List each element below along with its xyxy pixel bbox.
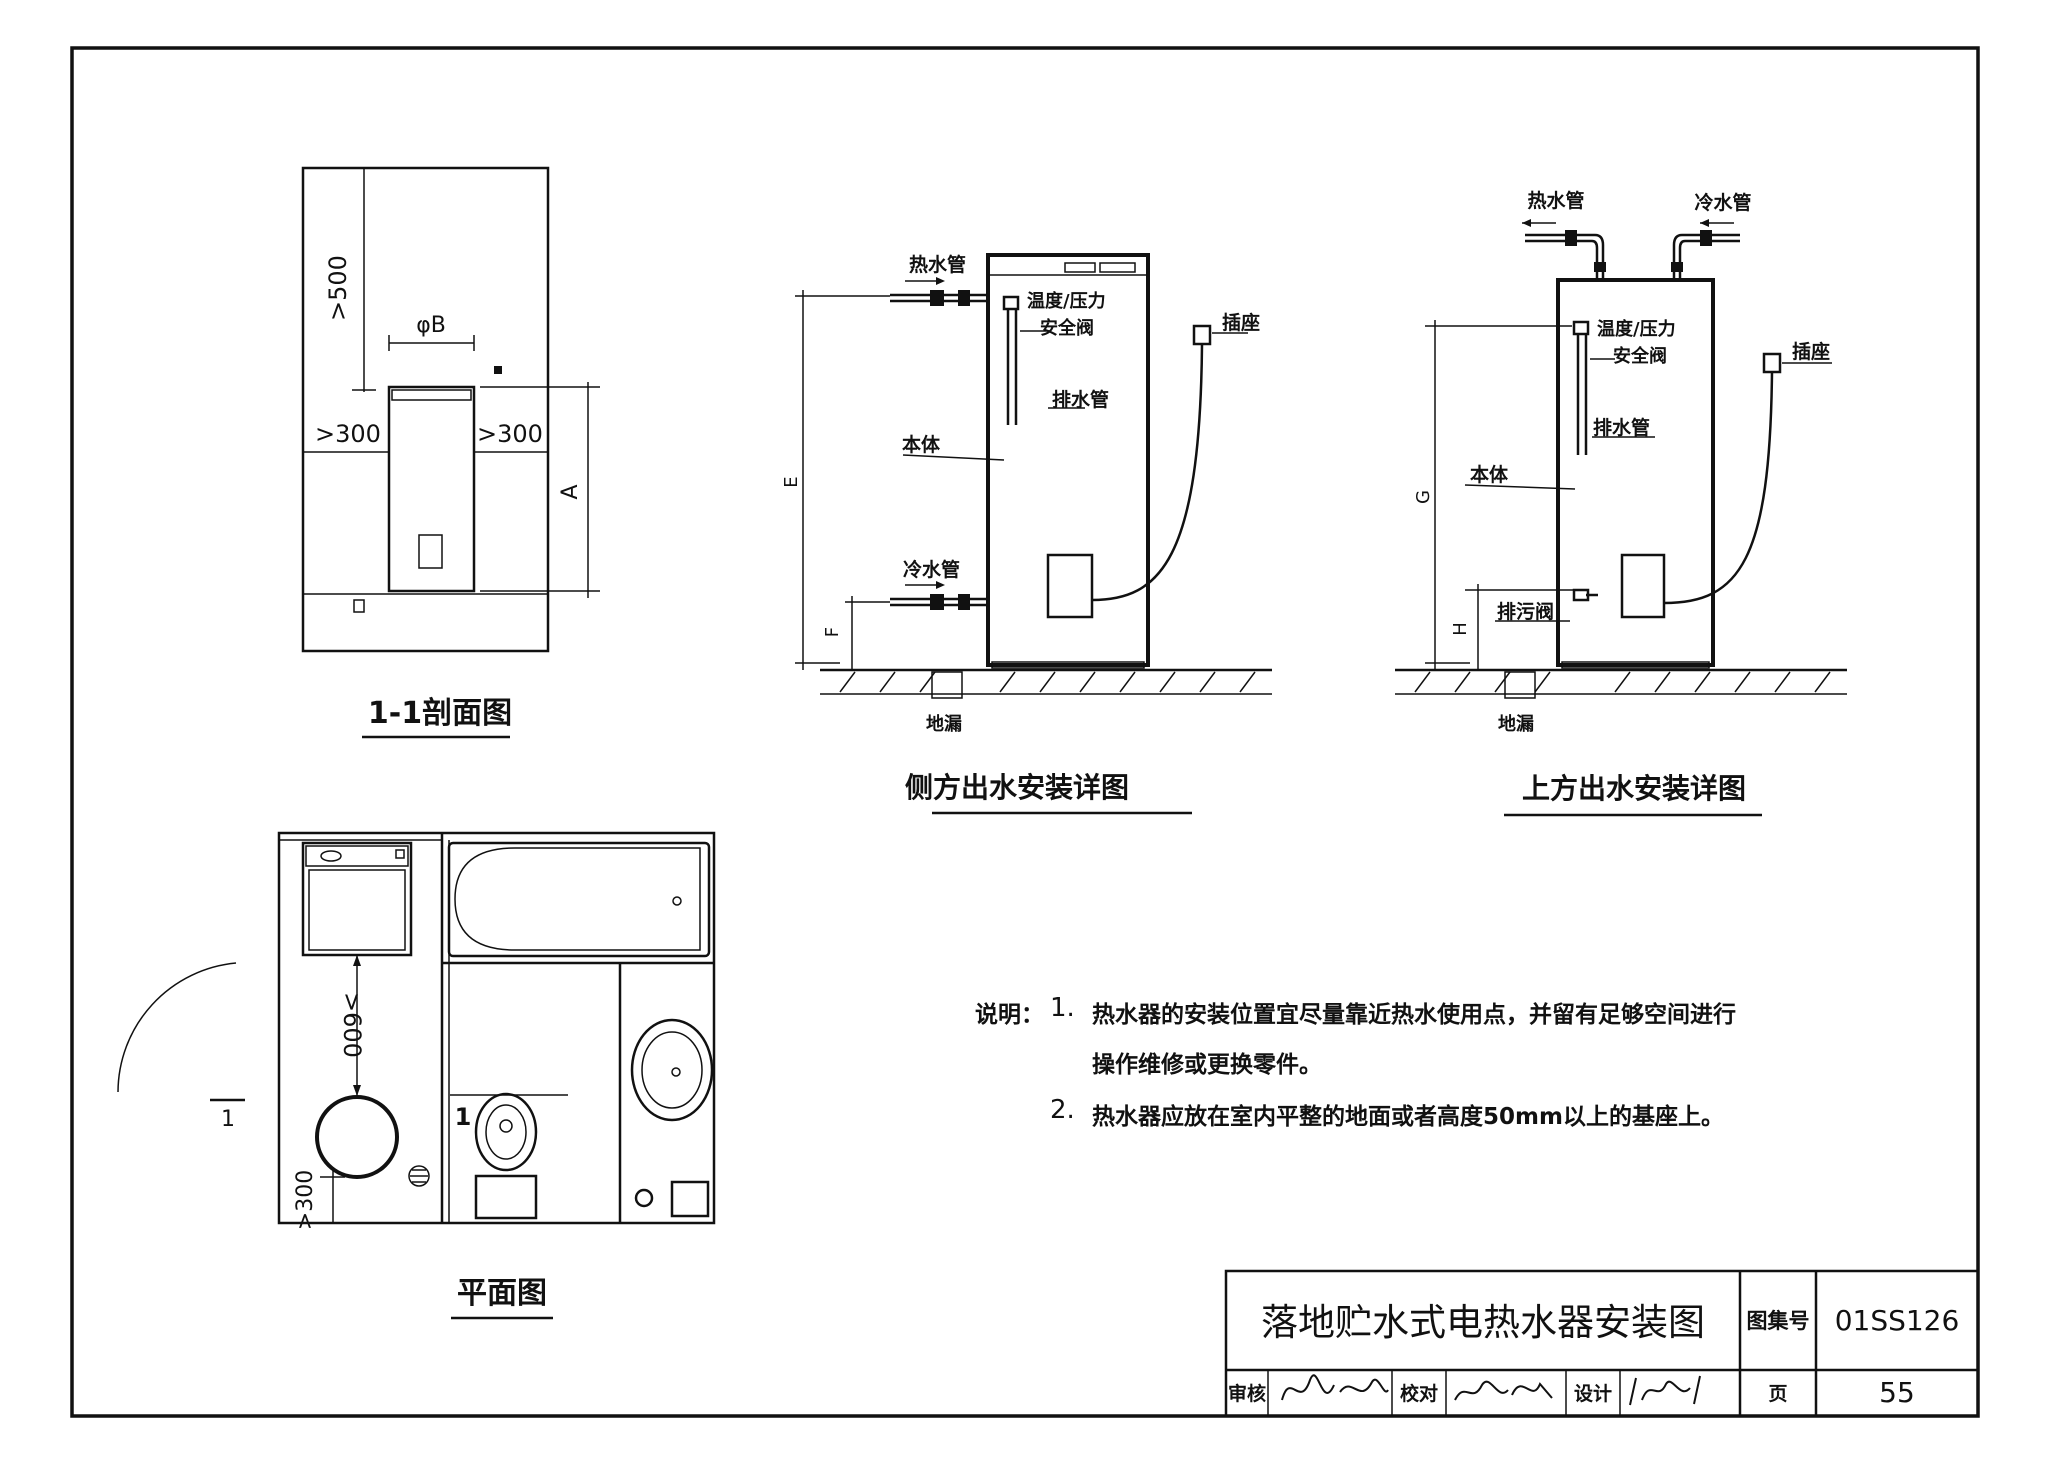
design-signature [1629,1375,1701,1406]
check-signature [1454,1380,1553,1401]
top-sewage-valve-label: 排污阀 [1497,600,1554,623]
section-1-1-drawing [301,166,600,653]
side-drain-pipe-label: 排水管 [1052,388,1109,411]
page-label: 页 [1768,1383,1787,1405]
top-outlet-drawing [1395,219,1847,699]
review-label: 审核 [1228,1382,1266,1405]
sheet-border [70,46,1980,1418]
side-outlet-title: 侧方出水安装详图 [905,771,1129,804]
top-dim-g-label: G [1413,490,1434,504]
top-drain-pipe-label: 排水管 [1593,416,1650,439]
top-socket-label: 插座 [1792,340,1830,363]
note-1-line-1: 热水器的安装位置宜尽量靠近热水使用点，并留有足够空间进行 [1092,1002,1736,1028]
side-valve-label-1: 温度/压力 [1027,290,1106,312]
atlas-label: 图集号 [1747,1309,1810,1333]
title-block [1224,1269,1980,1418]
notes-label: 说明： [975,1002,1044,1028]
top-valve-label-1: 温度/压力 [1597,318,1676,340]
side-dim-e-label: E [781,476,802,487]
top-body-label: 本体 [1470,463,1509,486]
review-signature [1281,1374,1389,1401]
page-number: 55 [1879,1376,1915,1409]
side-outlet-drawing [795,253,1272,699]
top-valve-label-2: 安全阀 [1613,345,1667,367]
side-body-label: 本体 [902,433,941,456]
side-dim-f-label: F [822,627,843,637]
plan-drawing [117,831,716,1225]
top-hot-pipe-label: 热水管 [1527,189,1584,212]
plan-dim-600-label: >600 [338,992,366,1058]
plan-section-mark-left: 1 [221,1107,235,1132]
plan-section-mark-right: 1 [455,1103,472,1131]
note-2-number: 2. [1050,1095,1075,1125]
dim-300-left-label: >300 [315,420,381,448]
side-socket-label: 插座 [1222,311,1260,334]
side-valve-label-2: 安全阀 [1040,317,1094,339]
plan-title: 平面图 [457,1276,547,1311]
top-dim-h-label: H [1450,622,1471,636]
side-cold-pipe-label: 冷水管 [903,558,960,581]
top-floor-drain-label: 地漏 [1498,713,1534,735]
side-floor-drain-label: 地漏 [926,713,962,735]
note-2-line-1: 热水器应放在室内平整的地面或者高度50mm以上的基座上。 [1092,1104,1724,1130]
check-label: 校对 [1400,1382,1438,1405]
top-cold-pipe-label: 冷水管 [1694,191,1751,214]
side-hot-pipe-label: 热水管 [909,253,966,276]
dim-diameter-label: φB [416,313,446,338]
dim-a-label: A [558,484,583,499]
note-1-number: 1. [1050,993,1075,1023]
atlas-number: 01SS126 [1835,1304,1960,1337]
dim-300-right-label: >300 [477,420,543,448]
dim-500-label: >500 [324,255,352,321]
drawing-title: 落地贮水式电热水器安装图 [1261,1301,1705,1344]
design-label: 设计 [1574,1383,1612,1405]
note-1-line-2: 操作维修或更换零件。 [1092,1052,1322,1078]
section-1-1-title: 1-1剖面图 [368,696,512,731]
top-outlet-title: 上方出水安装详图 [1522,772,1746,805]
plan-dim-300-label: >300 [293,1170,318,1230]
